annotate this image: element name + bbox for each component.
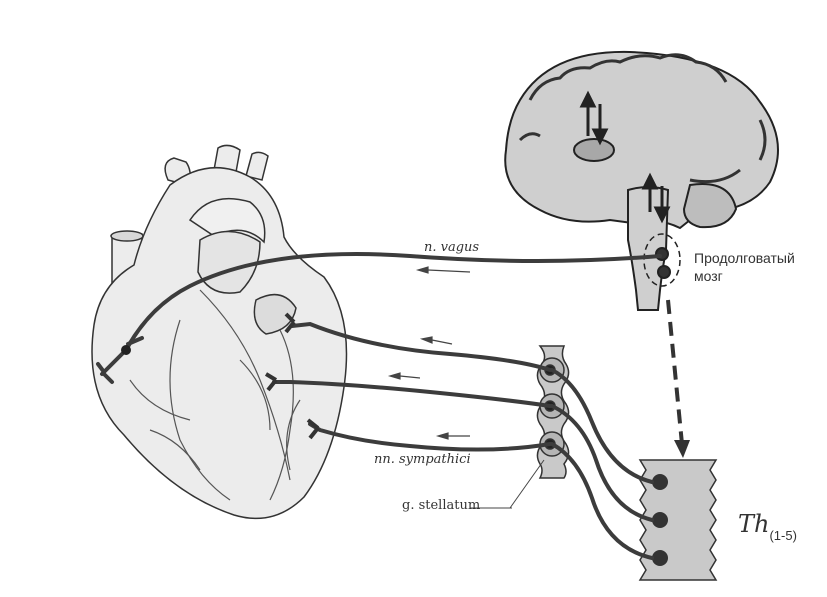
th-main: Th — [738, 510, 770, 538]
vagus-synapse — [96, 336, 144, 384]
medulla-label-line2: мозг — [694, 268, 723, 284]
stellatum-leader — [509, 459, 545, 509]
spinal-neuron — [652, 474, 668, 490]
vagus-branch — [100, 348, 128, 376]
coronary-vessel — [129, 379, 191, 421]
vagus-nucleus — [655, 247, 669, 261]
preganglionic-fiber — [550, 368, 654, 484]
medulla-label-line1: Продолговатый — [694, 250, 795, 266]
nerve-endings — [264, 312, 320, 440]
spinal-neuron — [652, 550, 668, 566]
medulla-center-outline — [643, 233, 681, 287]
brain-illustration — [504, 50, 779, 311]
aortic-arch — [188, 197, 266, 244]
direction-arrows — [387, 266, 471, 440]
gyrus — [758, 119, 767, 161]
sympathici-label: nn. sympathici — [374, 452, 471, 467]
vena-cava-opening — [110, 230, 144, 242]
gyrus — [518, 132, 541, 142]
preganglionic-fiber — [550, 404, 654, 522]
aorta-branch — [245, 151, 269, 181]
sympathetic-nerve — [308, 422, 552, 452]
gyrus — [689, 168, 741, 184]
spinal-cord-segment — [638, 459, 718, 581]
heart-body — [91, 166, 348, 520]
sympathetic-nerve — [272, 380, 552, 408]
brain-arrows — [579, 90, 671, 224]
vagus-nerve — [124, 252, 662, 352]
th-label: Th(1-5) — [738, 510, 797, 543]
coronary-vessel — [286, 399, 301, 471]
coronary-vessel — [169, 319, 231, 501]
nerve-fibers — [96, 252, 662, 560]
spinal-neuron — [652, 512, 668, 528]
vagus-node — [121, 345, 131, 355]
heart-illustration — [91, 144, 348, 520]
spinal-segment — [638, 459, 718, 581]
aorta-branch — [213, 144, 241, 173]
cerebellum — [682, 183, 738, 229]
sympathetic-center — [657, 265, 671, 279]
synapse-ending — [306, 418, 320, 440]
left-auricle — [253, 293, 297, 335]
descending-pathway — [666, 299, 690, 458]
stellatum-label: g. stellatum — [402, 498, 481, 513]
coronary-vessel — [269, 329, 294, 501]
synapse-ending — [264, 372, 278, 392]
synapse-ending — [284, 312, 296, 334]
coronary-vessel — [199, 289, 291, 481]
coronary-vessel — [149, 429, 201, 471]
gyrus — [528, 53, 728, 101]
hypothalamus-center — [573, 138, 615, 162]
th-subscript: (1-5) — [769, 528, 797, 543]
coronary-vessel — [239, 359, 271, 431]
preganglionic-fiber — [550, 442, 654, 560]
vagus-label: n. vagus — [424, 240, 480, 255]
sympathetic-nerve — [290, 321, 552, 372]
